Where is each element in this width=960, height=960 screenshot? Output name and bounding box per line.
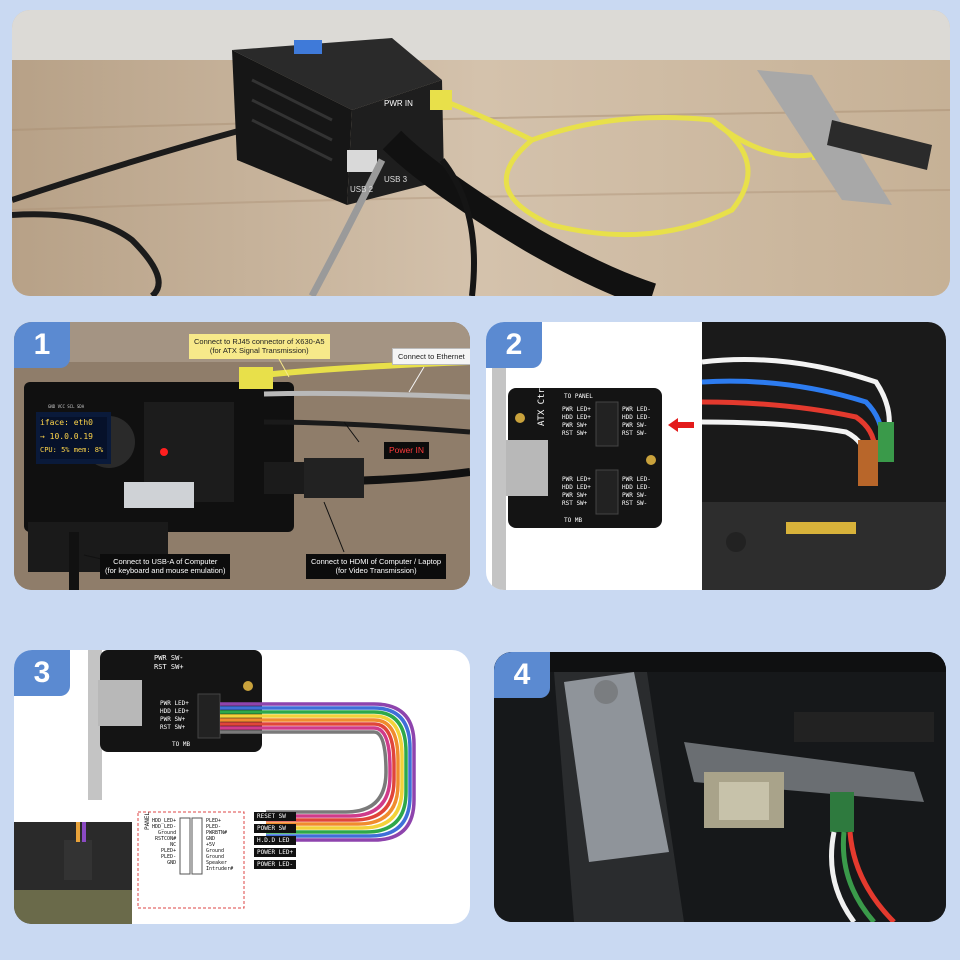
panel-1: 1 iface: eth0 → 10.0.0.19 CPU: 5% mem: 8… xyxy=(14,322,470,590)
pin-label: PLED+ xyxy=(206,818,222,824)
pin-label: PLED+ xyxy=(161,848,177,854)
ribbon-wire xyxy=(220,706,412,838)
board-pin-text: GND VCC SCL SDA xyxy=(48,404,85,409)
panel-3-scene xyxy=(14,650,416,924)
panel-4-scene xyxy=(494,652,946,922)
pin-label: PWR LED+ xyxy=(562,406,591,413)
port-label-usb2: USB 2 xyxy=(350,185,374,194)
pin-label: PLED- xyxy=(161,854,177,860)
pin-label: +5V xyxy=(206,842,216,848)
pin-label: HDD LED+ xyxy=(160,708,189,715)
pin-label: PWR LED+ xyxy=(562,476,591,483)
cable-label: POWER SW xyxy=(254,824,297,833)
pin-label: RST SW+ xyxy=(562,500,588,507)
port-label-pwr-in: PWR IN xyxy=(384,99,413,108)
pin-label: NC xyxy=(170,842,177,848)
pin-label: Speaker xyxy=(206,860,228,866)
pin-label: PWR LED- xyxy=(622,406,651,413)
ribbon-wire xyxy=(220,722,396,822)
pin-label: PLED- xyxy=(206,824,222,830)
callout-rj45: Connect to RJ45 connector of X630-A5 (fo… xyxy=(189,334,330,359)
oled-line-3: CPU: 5% mem: 8% xyxy=(40,446,104,454)
panel-2: 2 ATX Ctrl TO PANEL TO MB PWR LED+ HDD L… xyxy=(486,322,946,590)
step-badge-3: 3 xyxy=(14,650,70,696)
panel-3: 3 PWR SW- RST SW+ PWR LED+ HDD LED+ PWR … xyxy=(14,650,470,924)
labels-left-bottom: PWR LED+ HDD LED+ PWR SW+ RST SW+ xyxy=(562,476,591,508)
pin-label: PWRBTN# xyxy=(206,830,228,836)
cable-label: POWER LED- xyxy=(254,860,297,869)
pin-label: RST SW+ xyxy=(562,430,588,437)
callout-hdmi: Connect to HDMI of Computer / Laptop (fo… xyxy=(306,554,447,579)
pin-label: Ground xyxy=(158,830,177,836)
pin-label: RST SW- xyxy=(622,500,648,507)
rainbow-cable xyxy=(220,702,416,842)
pin-label: Ground xyxy=(206,848,225,854)
callout-ethernet: Connect to Ethernet xyxy=(392,348,470,366)
to-mb-label: TO MB xyxy=(172,741,191,748)
right-pin-list: PLED+ PLED- PWRBTN# GND +5V Ground Groun… xyxy=(206,818,233,872)
top-label-2: RST SW+ xyxy=(154,663,184,671)
port-label-usb3: USB 3 xyxy=(384,175,408,184)
step-badge-4: 4 xyxy=(494,652,550,698)
pin-label: HDD LED+ xyxy=(562,484,591,491)
cable-label: POWER LED+ xyxy=(254,848,297,857)
callout-power-in: Power IN xyxy=(384,442,429,459)
ribbon-wire xyxy=(220,730,388,814)
labels-right-top: PWR LED- HDD LED- PWR SW- RST SW- xyxy=(622,406,651,438)
left-pin-list: HDD_LED+ HDD_LED- Ground RSTCON# NC PLED… xyxy=(152,818,176,866)
panel-2-scene xyxy=(492,322,946,590)
top-label-1: PWR SW- xyxy=(154,654,184,662)
step-badge-1: 1 xyxy=(14,322,70,368)
pin-label: GND xyxy=(167,860,177,866)
pin-label: HDD LED- xyxy=(622,484,651,491)
top-photo-scene: PWR IN USB 2 USB 3 xyxy=(12,10,950,296)
oled-line-1: iface: eth0 xyxy=(40,418,93,427)
to-mb-label: TO MB xyxy=(564,517,583,524)
pin-label: RST SW+ xyxy=(160,724,186,731)
pin-label: HDD_LED+ xyxy=(152,818,177,824)
pin-label: HDD_LED- xyxy=(152,824,177,830)
pin-label: GND xyxy=(206,836,216,842)
cable-label-list: RESET SW POWER SW H.D.D LED POWER LED+ P… xyxy=(254,812,297,872)
ribbon-wire xyxy=(220,726,392,818)
pin-label: PWR SW+ xyxy=(160,716,186,723)
ribbon-wire xyxy=(220,714,404,830)
pin-label: PWR SW+ xyxy=(562,422,588,429)
atx-ctrl-title: ATX Ctrl xyxy=(537,382,547,426)
pin-label: Ground xyxy=(206,854,225,860)
pin-label: PWR SW+ xyxy=(562,492,588,499)
oled-display xyxy=(294,40,322,54)
board-labels: PWR LED+ HDD LED+ PWR SW+ RST SW+ xyxy=(160,700,189,732)
labels-left-top: PWR LED+ HDD LED+ PWR SW+ RST SW+ xyxy=(562,406,591,438)
cable-label: RESET SW xyxy=(254,812,297,821)
cable-label: H.D.D LED xyxy=(254,836,297,845)
oled-line-2: → 10.0.0.19 xyxy=(40,432,93,441)
panel-word: PANEL xyxy=(144,811,151,830)
top-photo: PWR IN USB 2 USB 3 xyxy=(12,10,950,296)
pin-label: PWR LED- xyxy=(622,476,651,483)
pin-label: HDD LED- xyxy=(622,414,651,421)
panel-4: 4 xyxy=(494,652,946,922)
step-badge-2: 2 xyxy=(486,322,542,368)
pin-label: RST SW- xyxy=(622,430,648,437)
callout-usb: Connect to USB-A of Computer (for keyboa… xyxy=(100,554,231,579)
to-panel-label: TO PANEL xyxy=(564,393,593,400)
pin-label: PWR SW- xyxy=(622,492,648,499)
ribbon-wire xyxy=(220,710,408,834)
pin-label: HDD LED+ xyxy=(562,414,591,421)
pin-label: PWR SW- xyxy=(622,422,648,429)
ribbon-wire xyxy=(220,718,400,826)
labels-right-bottom: PWR LED- HDD LED- PWR SW- RST SW- xyxy=(622,476,651,508)
pin-label: PWR LED+ xyxy=(160,700,189,707)
pin-label: RSTCON# xyxy=(155,836,177,842)
ribbon-wire xyxy=(220,702,416,842)
pin-label: Intruder# xyxy=(206,866,234,872)
